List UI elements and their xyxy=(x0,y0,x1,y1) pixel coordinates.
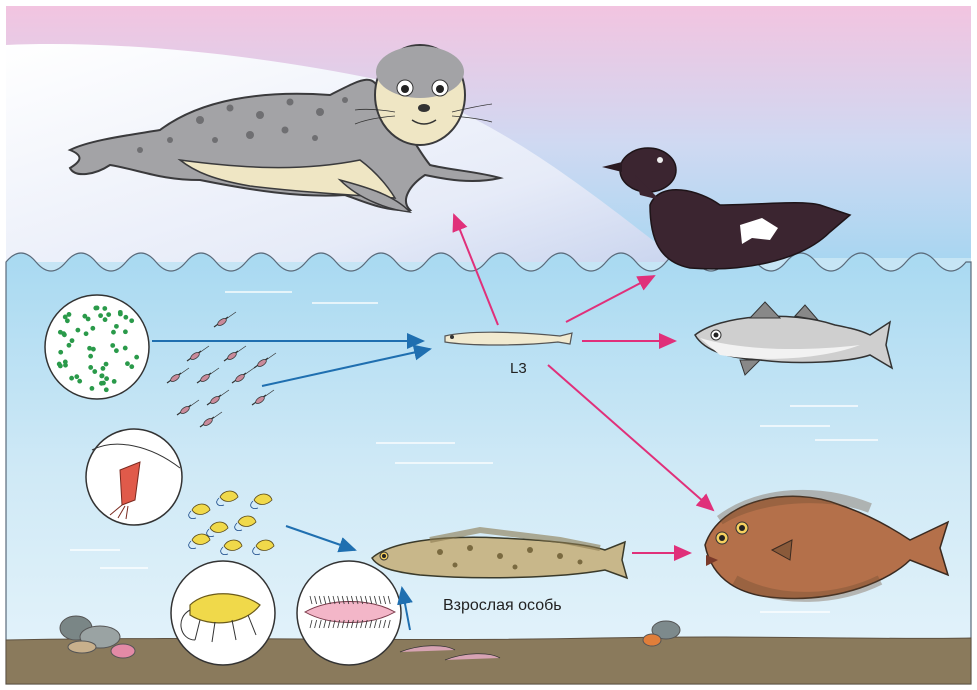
egg-dot xyxy=(67,312,72,317)
egg-dot xyxy=(77,379,82,384)
egg-dot xyxy=(104,387,109,392)
egg-dot xyxy=(101,381,106,386)
egg-dot xyxy=(69,376,74,381)
egg-dot xyxy=(90,386,95,391)
egg-dot xyxy=(74,374,79,379)
egg-dot xyxy=(102,306,107,311)
egg-dot xyxy=(92,369,97,374)
egg-dot xyxy=(123,346,128,351)
sea-bed xyxy=(6,637,971,684)
egg-dot xyxy=(58,350,63,355)
egg-dot xyxy=(91,347,96,352)
egg-dot xyxy=(114,324,119,329)
egg-dot xyxy=(134,355,139,360)
egg-dot xyxy=(104,362,109,367)
egg-dot xyxy=(114,348,119,353)
egg-dot xyxy=(63,363,68,368)
egg-dot xyxy=(98,313,103,318)
egg-dot xyxy=(123,315,128,320)
egg-dot xyxy=(67,343,72,348)
egg-dot xyxy=(99,374,104,379)
egg-dot xyxy=(88,365,93,370)
adult-label: Взрослая особь xyxy=(443,597,562,614)
egg-dot xyxy=(103,317,108,322)
egg-dot xyxy=(88,354,93,359)
egg-dot xyxy=(112,379,117,384)
eggs-circle-icon xyxy=(45,295,149,399)
egg-dot xyxy=(118,310,123,315)
egg-dot xyxy=(111,330,116,335)
egg-dot xyxy=(129,318,134,323)
egg-dot xyxy=(82,314,87,319)
egg-dot xyxy=(61,331,66,336)
larva-stage-label: L3 xyxy=(510,360,527,377)
egg-dot xyxy=(123,329,128,334)
egg-dot xyxy=(104,376,109,381)
egg-dot xyxy=(106,312,111,317)
egg-dot xyxy=(57,362,62,367)
egg-dot xyxy=(90,326,95,331)
egg-dot xyxy=(110,343,115,348)
amphipod-icon xyxy=(171,561,275,665)
egg-dot xyxy=(84,331,89,336)
egg-dot xyxy=(101,366,106,371)
egg-dot xyxy=(129,364,134,369)
egg-dot xyxy=(125,361,130,366)
egg-dot xyxy=(70,338,75,343)
copepod-icon xyxy=(86,429,182,525)
polychaete-worm-icon xyxy=(297,561,401,665)
egg-dot xyxy=(75,328,80,333)
egg-dot xyxy=(95,305,100,310)
